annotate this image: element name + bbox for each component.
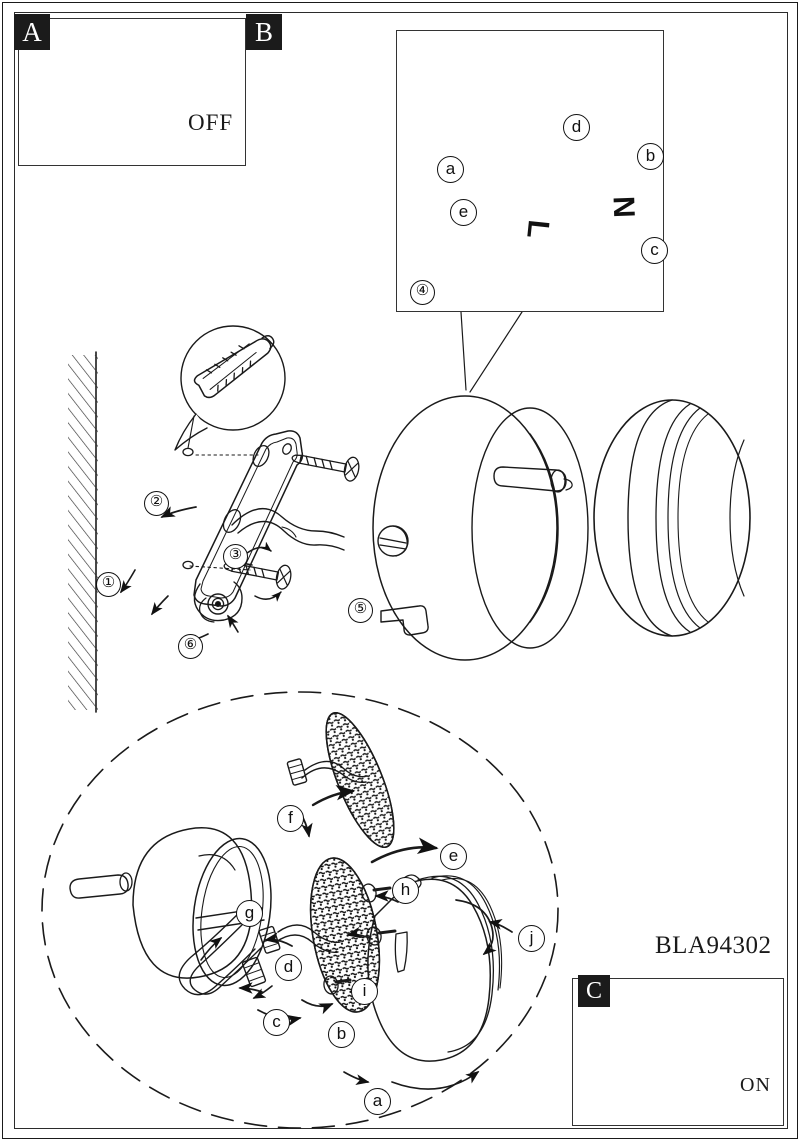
- callout-exploded-a: a: [364, 1088, 391, 1115]
- callout-wiring-b: b: [637, 143, 664, 170]
- callout-exploded-b: b: [328, 1021, 355, 1048]
- callout-exploded-d: d: [275, 954, 302, 981]
- step-marker-6: ⑥: [178, 634, 203, 659]
- panel-badge-c: C: [578, 975, 610, 1007]
- callout-wiring-c: c: [641, 237, 668, 264]
- callout-wiring-e: e: [450, 199, 477, 226]
- panel-c-frame: [572, 978, 784, 1126]
- callout-exploded-j: j: [518, 925, 545, 952]
- step-marker-1: ①: [96, 572, 121, 597]
- panel-badge-b: B: [246, 14, 282, 50]
- step-marker-4: ④: [410, 280, 435, 305]
- page-border-inner: [14, 12, 788, 1129]
- callout-exploded-e: e: [440, 843, 467, 870]
- terminal-neutral-marking: N: [606, 195, 641, 219]
- terminal-live-marking: L: [520, 218, 556, 240]
- callout-exploded-f: f: [277, 805, 304, 832]
- step-marker-3: ③: [223, 544, 248, 569]
- model-number: BLA94302: [655, 932, 772, 959]
- callout-exploded-h: h: [392, 877, 419, 904]
- panel-a-frame: [18, 18, 246, 166]
- step-marker-2: ②: [144, 491, 169, 516]
- off-label: OFF: [188, 110, 234, 135]
- callout-exploded-g: g: [236, 900, 263, 927]
- callout-exploded-i: i: [351, 978, 378, 1005]
- callout-wiring-d: d: [563, 114, 590, 141]
- callout-exploded-c: c: [263, 1009, 290, 1036]
- panel-badge-a: A: [14, 14, 50, 50]
- step-marker-5: ⑤: [348, 598, 373, 623]
- on-label: ON: [740, 1074, 771, 1096]
- callout-wiring-a: a: [437, 156, 464, 183]
